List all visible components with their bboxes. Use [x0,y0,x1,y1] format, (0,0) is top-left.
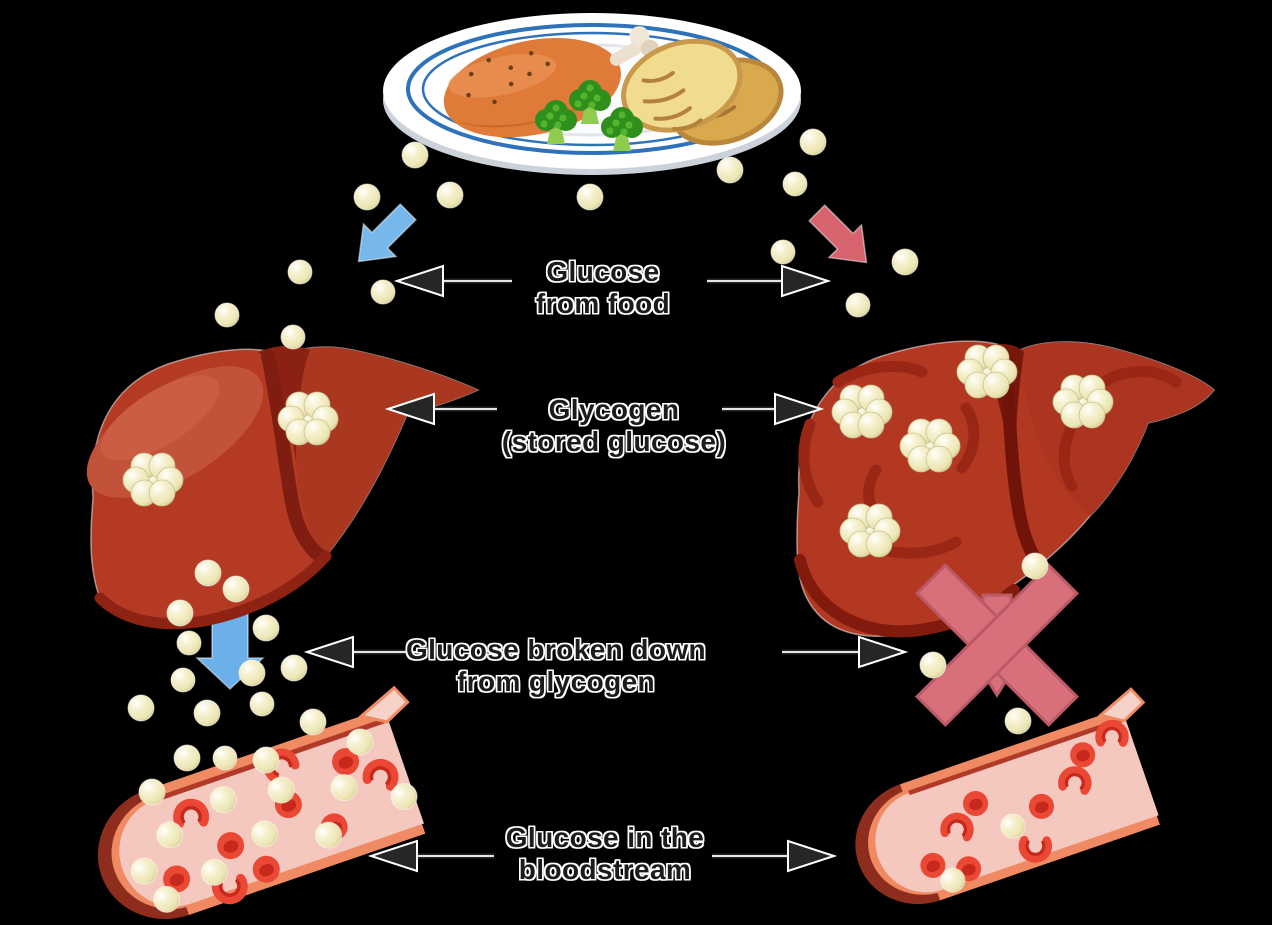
glucose-bead-icon [127,694,155,722]
glucose-bead-icon [173,744,201,772]
glucose-bead-icon [782,171,808,197]
bread-icon [621,38,784,146]
glucose-bead-icon [370,279,396,305]
glucose-bead-icon [891,248,919,276]
glycogen-cluster-icon [956,344,1018,399]
glucose-beads [127,128,1049,806]
glucose-bead-icon [252,614,280,642]
glucose-bead-icon [222,575,250,603]
glucose-bead-icon [436,181,464,209]
glucose-bead-icon [138,778,166,806]
label-line: Glucose in the [505,822,705,853]
blood-vessel-low-glucose-icon [855,687,1160,905]
glucose-bead-icon [346,728,374,756]
glucose-bead-icon [200,858,228,886]
liver-texture-swirls [798,361,1182,559]
label-glucose-in-bloodstream: Glucose in the bloodstream [506,822,705,887]
glucose-bead-icon [238,659,266,687]
glucose-bead-icon [390,782,418,810]
label-arrow-left [393,264,512,298]
broccoli-floret-icon [569,80,611,124]
vessel-contents [920,719,1129,893]
glucose-bead-icon [1004,707,1032,735]
label-arrow-left [384,392,497,426]
glucose-bead-icon [299,708,327,736]
glycogen-cluster-icon [831,384,893,439]
glucose-bead-icon [212,745,238,771]
glucose-bead-icon [267,776,295,804]
glucose-bead-icon [1021,552,1049,580]
glycogen-cluster-icon [839,503,901,558]
label-glycogen-stored: Glycogen (stored glucose) [502,394,726,459]
glucose-bead-icon [401,141,429,169]
glucose-bead-icon [315,821,343,849]
label-line: from glycogen [456,666,656,698]
glucose-bead-icon [166,599,194,627]
broccoli-icon [535,80,643,151]
blue-down-left-arrow-icon [357,203,417,263]
glucose-bead-icon [153,885,181,913]
label-arrows [303,264,909,873]
glucose-bead-icon [770,239,796,265]
label-arrow-left [367,839,494,873]
glucose-bead-icon [194,559,222,587]
label-arrow-right [712,839,838,873]
glucose-bead-icon [845,292,871,318]
broccoli-floret-icon [535,100,577,144]
glucose-bead-icon [287,259,313,285]
label-line: bloodstream [518,854,692,886]
glucose-bead-icon [170,667,196,693]
label-arrow-left [303,635,418,669]
pink-down-right-arrow-icon [808,204,868,264]
glycogen-cluster-icon [277,391,339,446]
glucose-bead-icon [156,821,184,849]
glucose-bead-icon [576,183,604,211]
glucose-bead-icon [193,699,221,727]
label-line: (stored glucose) [501,426,727,458]
glycogen-cluster-icon [1052,374,1114,429]
label-glucose-from-food: Glucose from food [536,256,670,321]
plate-of-food-icon [383,13,801,175]
label-line: from food [535,288,671,320]
glucose-bead-icon [799,128,827,156]
glucose-bead-icon [330,774,358,802]
glucose-bead-icon [940,867,966,893]
glucose-bead-icon [353,183,381,211]
glucose-bead-icon [130,857,158,885]
glucose-bead-icon [280,324,306,350]
no-breakdown-x-icon [914,562,1080,728]
glucose-bead-icon [249,691,275,717]
label-line: Glycogen [548,394,680,425]
label-line: Glucose broken down [405,634,707,665]
label-line: Glucose [546,256,660,287]
glycogen-cluster-icon [899,418,961,473]
glycogen-cluster-icon [122,452,184,507]
label-arrow-right [707,264,832,298]
glycogen-clusters [122,344,1114,558]
bone-icon [609,26,659,66]
glucose-bead-icon [176,630,202,656]
glucose-bead-icon [1000,813,1026,839]
glucose-bead-icon [716,156,744,184]
blood-vessel-high-glucose-icon [97,685,426,919]
glucose-bead-icon [919,651,947,679]
glucose-bead-icon [252,746,280,774]
glucose-bead-icon [209,786,237,814]
label-glucose-broken-down: Glucose broken down from glycogen [406,634,706,699]
label-arrow-right [722,392,825,426]
vessel-contents [130,728,418,913]
chicken-drumstick-icon [443,38,621,138]
broccoli-floret-icon [601,107,643,151]
glucose-bead-icon [251,820,279,848]
glucose-bead-icon [214,302,240,328]
glucose-bead-icon [280,654,308,682]
label-arrow-right [782,635,909,669]
